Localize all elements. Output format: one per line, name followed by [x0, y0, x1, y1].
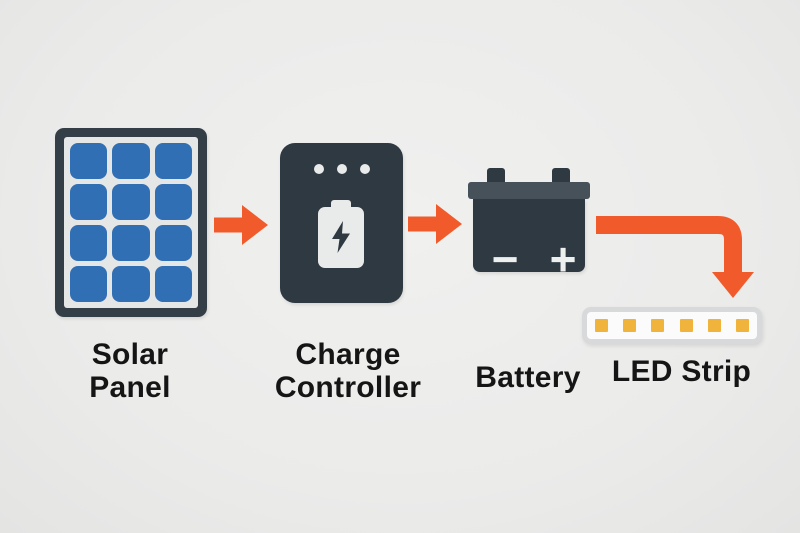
solar-cell — [112, 184, 150, 220]
indicator-dot — [313, 164, 324, 174]
solar-cell — [70, 184, 108, 220]
solar-cell — [112, 143, 150, 179]
led-chip — [735, 319, 749, 332]
led-strip-label: LED Strip — [611, 355, 752, 388]
battery-lid — [468, 182, 590, 199]
battery-terminal-positive — [552, 168, 570, 184]
lightning-bolt-icon — [332, 221, 350, 253]
led-chip — [707, 319, 721, 332]
controller-indicator-dots — [280, 164, 403, 174]
solar-cell — [112, 225, 150, 261]
battery-label: Battery — [475, 361, 581, 394]
battery-terminal-negative — [487, 168, 505, 184]
led-chip — [679, 319, 693, 332]
solar-cell — [154, 225, 192, 261]
solar-cell — [70, 266, 108, 302]
battery-body: − + — [473, 199, 585, 282]
plus-symbol: + — [549, 233, 577, 285]
battery-glyph-cap — [331, 200, 351, 210]
solar-cell — [70, 143, 108, 179]
led-chip — [651, 319, 665, 332]
solar-panel-backing — [64, 137, 198, 308]
solar-cell — [154, 143, 192, 179]
solar-panel-icon — [55, 128, 207, 317]
solar-panel-label-line1: Solar — [91, 338, 169, 371]
led-strip-icon — [582, 307, 762, 344]
solar-cell — [154, 184, 192, 220]
solar-panel-cell-grid — [70, 143, 192, 302]
charge-controller-icon — [280, 143, 403, 303]
solar-cell — [70, 225, 108, 261]
flow-arrow-right-icon — [214, 205, 268, 245]
minus-symbol: − — [491, 233, 519, 285]
indicator-dot — [359, 164, 370, 174]
solar-panel-label: Solar Panel — [40, 338, 220, 404]
solar-panel-label-line2: Panel — [89, 371, 171, 404]
charge-controller-label-line1: Charge — [295, 338, 401, 371]
battery-icon: − + — [468, 168, 590, 282]
indicator-dot — [336, 164, 347, 174]
led-chip — [623, 319, 637, 332]
solar-cell — [112, 266, 150, 302]
led-chip — [595, 319, 608, 332]
solar-cell — [154, 266, 192, 302]
flow-arrow-right-icon — [408, 204, 462, 244]
flow-arrow-elbow-down-icon — [596, 216, 754, 298]
charge-controller-label: Charge Controller — [255, 338, 441, 404]
battery-glyph — [318, 207, 364, 268]
charge-controller-label-line2: Controller — [274, 371, 422, 404]
